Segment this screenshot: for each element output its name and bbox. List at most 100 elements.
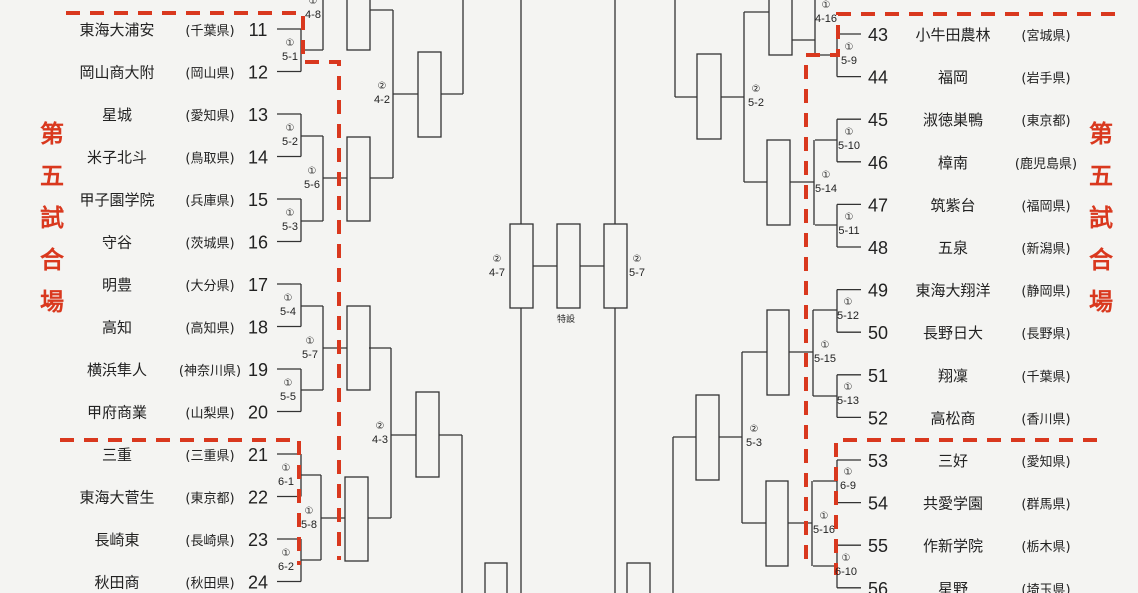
score-box	[509, 223, 534, 309]
team-number: 50	[868, 323, 888, 343]
match-code: 5-2	[748, 97, 764, 109]
score-box	[695, 394, 720, 481]
team-prefecture: (静岡県)	[1021, 285, 1070, 300]
team-number: 21	[248, 445, 268, 465]
match-round-marker: ①	[820, 511, 829, 522]
match-round-marker: ①	[284, 293, 293, 304]
team-number: 53	[868, 451, 888, 471]
team-number: 48	[868, 238, 888, 258]
team-name: 米子北斗	[87, 149, 147, 167]
team-number: 15	[248, 190, 268, 210]
team-prefecture: (東京都)	[185, 491, 234, 507]
score-box	[344, 476, 369, 562]
team-name: 作新学院	[923, 537, 983, 555]
team-number: 52	[868, 408, 888, 428]
team-name: 樟南	[938, 154, 968, 172]
team-number: 12	[248, 63, 268, 83]
match-round-marker: ①	[842, 553, 851, 564]
match-code: 5-1	[282, 51, 298, 63]
venue-boundary-line	[66, 11, 341, 560]
team-name: 明豊	[102, 276, 132, 294]
venue-label-char: 第	[1089, 120, 1113, 148]
team-prefecture: (埼玉県)	[1021, 583, 1070, 593]
team-name: 淑徳巣鴨	[923, 111, 983, 129]
match-round-marker: ①	[845, 127, 854, 138]
team-number: 19	[248, 360, 268, 380]
team-name: 筑紫台	[930, 196, 975, 214]
match-round-marker: ①	[845, 42, 854, 53]
score-box	[768, 0, 793, 56]
score-box	[556, 223, 581, 309]
venue-label-char: 五	[40, 162, 64, 190]
match-round-marker: ①	[844, 297, 853, 308]
team-number: 46	[868, 153, 888, 173]
match-round-marker: ②	[378, 81, 387, 92]
match-code: 5-4	[280, 306, 296, 318]
team-name: 東海大菅生	[79, 489, 154, 507]
match-code: 5-2	[282, 136, 298, 148]
venue-label-char: 場	[1089, 288, 1113, 316]
team-name: 星野	[938, 580, 968, 593]
team-prefecture: (長野県)	[1021, 327, 1070, 342]
match-code: 5-10	[838, 140, 860, 152]
special-box-label: 特設	[557, 313, 575, 325]
team-number: 56	[868, 579, 888, 593]
team-number: 44	[868, 68, 888, 88]
team-number: 16	[248, 233, 268, 253]
venue-label-char: 合	[1089, 246, 1114, 274]
team-name: 秋田商	[94, 574, 139, 592]
score-box	[346, 305, 371, 391]
match-code: 5-8	[301, 519, 317, 531]
team-prefecture: (兵庫県)	[185, 194, 234, 209]
team-name: 三重	[102, 446, 132, 464]
match-round-marker: ①	[844, 467, 853, 478]
team-name: 甲府商業	[87, 404, 147, 422]
match-round-marker: ①	[286, 208, 295, 219]
team-prefecture: (鹿児島県)	[1015, 156, 1077, 172]
team-number: 13	[248, 105, 268, 125]
match-code: 5-12	[837, 310, 859, 322]
score-box	[484, 562, 508, 593]
team-prefecture: (新潟県)	[1021, 241, 1070, 257]
match-code: 4-8	[305, 9, 321, 21]
team-name: 翔凜	[938, 367, 968, 385]
team-number: 51	[868, 366, 888, 386]
match-round-marker: ②	[376, 421, 385, 432]
team-prefecture: (栃木県)	[1021, 540, 1070, 555]
match-round-marker: ①	[822, 170, 831, 181]
team-name: 東海大翔洋	[915, 282, 990, 300]
team-name: 五泉	[938, 239, 968, 257]
team-name: 横浜隼人	[87, 361, 147, 379]
team-number: 14	[248, 148, 268, 168]
team-prefecture: (大分県)	[185, 279, 234, 294]
team-prefecture: (群馬県)	[1021, 498, 1070, 513]
venue-label-char: 試	[1089, 204, 1113, 232]
team-prefecture: (福岡県)	[1021, 199, 1070, 214]
team-number: 22	[248, 488, 268, 508]
match-round-marker: ②	[750, 424, 759, 435]
team-name: 東海大浦安	[79, 21, 154, 39]
team-name: 岡山商大附	[79, 64, 154, 82]
match-code: 5-6	[304, 179, 320, 191]
team-name: 長野日大	[923, 324, 983, 342]
match-code: 5-3	[282, 221, 298, 233]
venue-label-char: 場	[40, 288, 64, 316]
team-prefecture: (山梨県)	[185, 407, 234, 422]
team-prefecture: (千葉県)	[1021, 370, 1070, 385]
team-number: 20	[248, 403, 268, 423]
match-round-marker: ①	[308, 166, 317, 177]
match-round-marker: ①	[282, 548, 291, 559]
match-code: 5-11	[838, 225, 859, 237]
match-code: 5-7	[629, 267, 645, 279]
team-prefecture: (愛知県)	[1021, 454, 1070, 470]
match-code: 6-1	[278, 476, 294, 488]
team-number: 11	[249, 20, 268, 40]
bracket-texts: 特設 東海大浦安(千葉県)11岡山商大附(岡山県)12星城(愛知県)13米子北斗…	[40, 0, 1114, 593]
match-round-marker: ①	[286, 123, 295, 134]
match-round-marker: ①	[822, 0, 831, 11]
venue-boundary-dashed-lines	[60, 11, 1115, 575]
match-round-marker: ①	[844, 382, 853, 393]
match-round-marker: ①	[286, 38, 295, 49]
team-name: 長崎東	[94, 531, 139, 549]
